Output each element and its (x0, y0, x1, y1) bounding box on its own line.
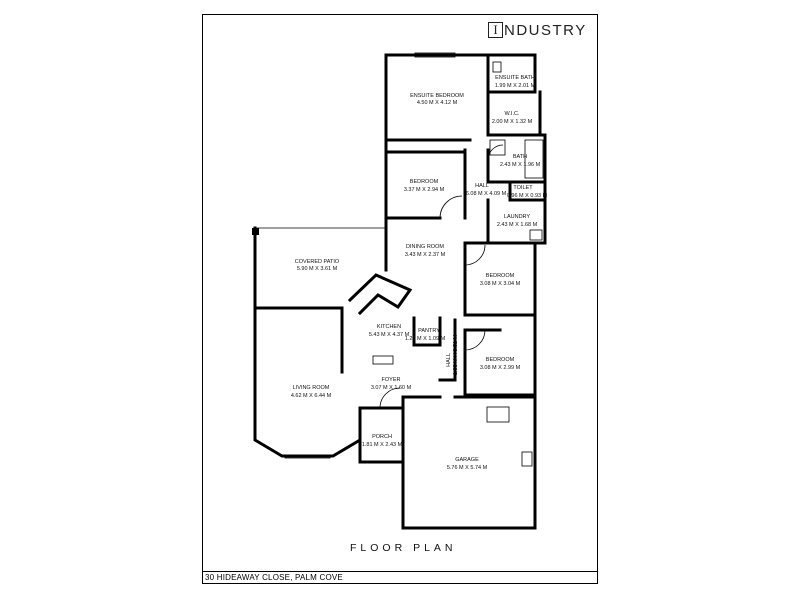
wall-hall-2 (438, 318, 457, 382)
brand-wordmark: NDUSTRY (504, 21, 587, 39)
wall-ensuite-outer (384, 53, 490, 142)
label-toilet: TOILET (513, 185, 533, 191)
label-porch: PORCH (372, 434, 392, 440)
wall-bedroom-2 (463, 241, 537, 317)
living-window (284, 454, 331, 459)
kitchen-sink (372, 355, 394, 365)
dims-bath: 2.43 M X 1.96 M (500, 162, 541, 168)
dims-ensuite-bedroom: 4.50 M X 4.12 M (417, 100, 458, 106)
label-dining-room: DINING ROOM (406, 244, 444, 250)
plan-frame (202, 14, 598, 584)
wall-living (253, 306, 362, 458)
garage-vent (486, 406, 510, 423)
label-ensuite-bath: ENSUITE BATH (495, 75, 535, 81)
dims-dining-room: 3.43 M X 2.37 M (405, 252, 446, 258)
dims-bedroom-1: 3.37 M X 2.94 M (404, 187, 445, 193)
door-swing-foyer (379, 387, 401, 409)
door-swing-bedroom-3 (464, 329, 486, 351)
dims-living-room: 4.62 M X 6.44 M (291, 393, 332, 399)
dims-bedroom-2: 3.08 M X 3.04 M (480, 281, 521, 287)
label-hall-1: HALL (475, 183, 489, 189)
dims-ensuite-bath: 1.99 M X 2.01 M (495, 83, 536, 89)
kitchen-island (347, 273, 413, 316)
wall-pantry (412, 316, 442, 347)
laundry-tub (529, 229, 543, 241)
label-bedroom-1: BEDROOM (410, 179, 439, 185)
wall-garage (401, 395, 537, 530)
label-bath: BATH (513, 154, 527, 160)
toilet-fixture (492, 61, 502, 73)
ensuite-window (414, 52, 456, 58)
floor-plan-caption: FLOOR PLAN (350, 542, 457, 554)
garage-fixture (521, 451, 533, 467)
door-swing-bedroom-1 (439, 195, 463, 219)
dims-hall-1: 6.08 M X 4.09 M (466, 191, 507, 197)
property-address: 30 HIDEAWAY CLOSE, PALM COVE (205, 573, 343, 582)
label-living-room: LIVING ROOM (293, 385, 330, 391)
shower (489, 139, 506, 156)
wall-toilet (508, 180, 547, 202)
bathtub (524, 139, 544, 179)
dims-foyer: 3.07 M X 1.60 M (371, 385, 412, 391)
brand-initial: I (488, 22, 503, 38)
door-swing-bath (487, 144, 504, 161)
door-swing-bedroom-2 (464, 244, 486, 266)
label-hall-2: HALL (446, 353, 452, 367)
dims-garage: 5.76 M X 5.74 M (447, 465, 488, 471)
label-ensuite-bedroom: ENSUITE BEDROOM (410, 93, 464, 99)
dims-wic: 2.00 M X 1.32 M (492, 119, 533, 125)
wall-bath (486, 133, 547, 184)
wall-porch (358, 406, 405, 464)
dims-pantry: 1.28 M X 1.09 M (405, 336, 446, 342)
label-laundry: LAUNDRY (504, 214, 531, 220)
label-bedroom-2: BEDROOM (486, 273, 515, 279)
label-foyer: FOYER (382, 377, 401, 383)
brand-logo: I NDUSTRY (488, 21, 587, 39)
dims-porch: 1.81 M X 2.43 M (362, 442, 403, 448)
label-wic: W.I.C. (505, 111, 520, 117)
label-kitchen: KITCHEN (377, 324, 401, 330)
label-bedroom-3: BEDROOM (486, 357, 515, 363)
wall-bedroom-3 (463, 313, 537, 397)
dims-hall-2: 1.63 M X 3.51 M (453, 334, 459, 375)
dims-kitchen: 5.43 M X 4.37 M (369, 332, 410, 338)
label-covered-patio: COVERED PATIO (295, 259, 340, 265)
dims-toilet: 0.96 M X 0.93 M (507, 193, 548, 199)
label-pantry: PANTRY (418, 328, 440, 334)
dims-covered-patio: 5.90 M X 3.61 M (297, 266, 338, 272)
dims-laundry: 2.43 M X 1.68 M (497, 222, 538, 228)
footer-divider (202, 571, 598, 572)
dims-bedroom-3: 3.08 M X 2.99 M (480, 365, 521, 371)
label-garage: GARAGE (455, 457, 479, 463)
patio-post (252, 228, 259, 235)
